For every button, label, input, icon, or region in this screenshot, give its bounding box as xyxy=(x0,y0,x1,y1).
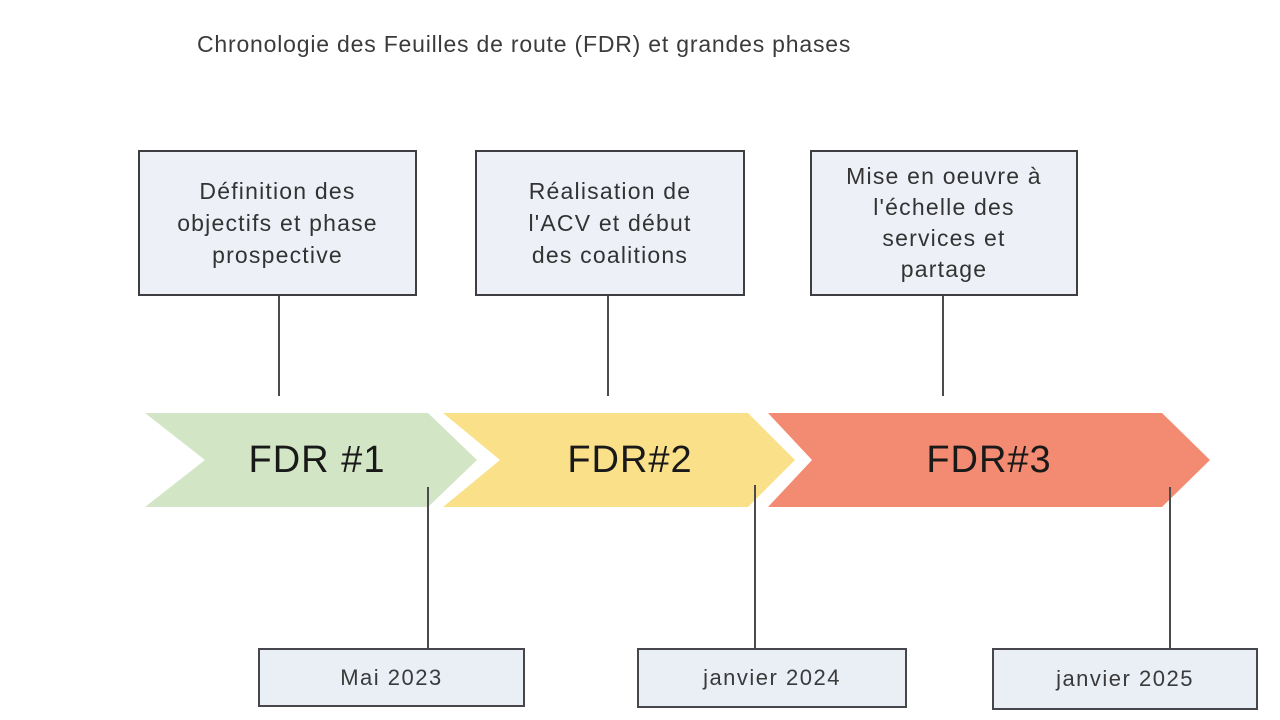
phase-1-date-box: Mai 2023 xyxy=(258,648,525,707)
connector-arrow-to-date-3 xyxy=(1169,487,1171,648)
phase-2-date: janvier 2024 xyxy=(703,665,841,690)
connector-box-to-arrow-3 xyxy=(942,296,944,396)
connector-arrow-to-date-2 xyxy=(754,485,756,649)
phase-3-date-box: janvier 2025 xyxy=(992,648,1258,710)
phase-2-date-box: janvier 2024 xyxy=(637,648,907,708)
phase-1-date: Mai 2023 xyxy=(340,664,443,690)
phase-1-description-box: Définition des objectifs et phase prospe… xyxy=(138,150,417,296)
connector-box-to-arrow-2 xyxy=(607,296,609,396)
phase-2-label: FDR#2 xyxy=(567,438,693,481)
diagram-title: Chronologie des Feuilles de route (FDR) … xyxy=(197,31,852,57)
phase-2-description-box: Réalisation de l'ACV et début des coalit… xyxy=(475,150,745,296)
phase-2-description: Réalisation de l'ACV et début des coalit… xyxy=(528,178,692,268)
phase-1-description: Définition des objectifs et phase prospe… xyxy=(177,178,378,268)
phase-3-description: Mise en oeuvre à l'échelle des services … xyxy=(846,163,1042,282)
connector-arrow-to-date-1 xyxy=(427,487,429,648)
phase-1-label: FDR #1 xyxy=(248,438,386,481)
connector-box-to-arrow-1 xyxy=(278,296,280,396)
phase-2-arrow: FDR#2 xyxy=(443,413,795,507)
phase-3-date: janvier 2025 xyxy=(1056,666,1194,691)
phase-3-label: FDR#3 xyxy=(926,438,1052,481)
phase-3-description-box: Mise en oeuvre à l'échelle des services … xyxy=(810,150,1078,296)
phase-3-arrow: FDR#3 xyxy=(768,413,1210,507)
